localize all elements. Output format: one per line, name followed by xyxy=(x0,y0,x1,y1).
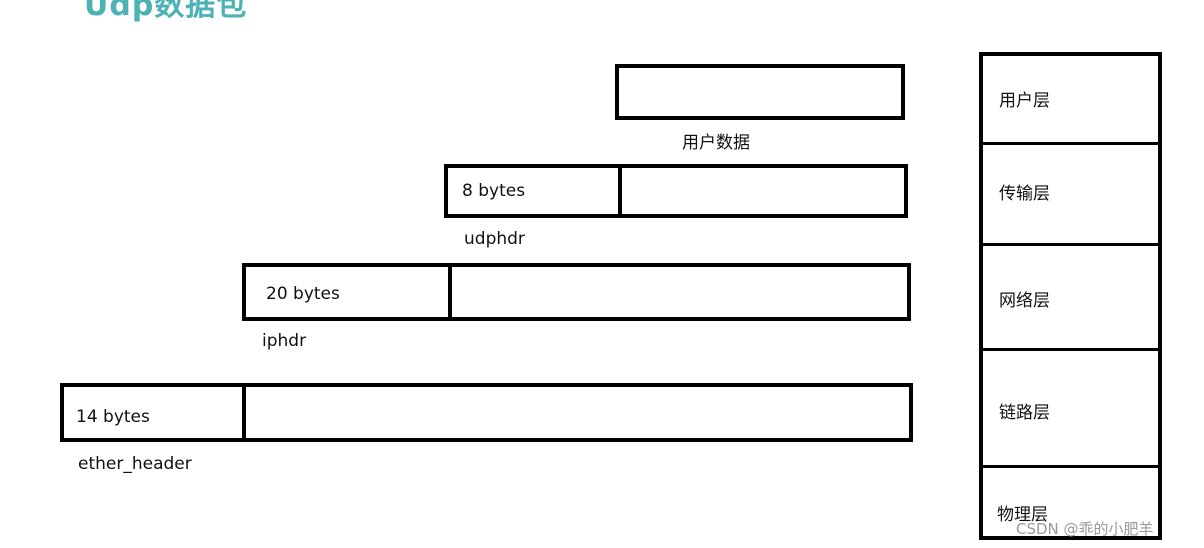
layer-link: 链路层 xyxy=(983,351,1158,467)
layer-user-label: 用户层 xyxy=(999,91,1050,111)
ip-header-size: 20 bytes xyxy=(266,284,340,304)
udp-header-caption: udphdr xyxy=(464,229,525,249)
user-data-box xyxy=(615,64,905,120)
udp-header-divider xyxy=(618,168,622,214)
ether-header-caption: ether_header xyxy=(78,454,192,474)
udp-packet-box: 8 bytes xyxy=(444,164,908,218)
ip-header-divider xyxy=(448,267,452,317)
user-data-caption: 用户数据 xyxy=(682,133,750,153)
layer-separator xyxy=(983,348,1158,351)
ether-packet-box: 14 bytes xyxy=(60,383,913,442)
csdn-watermark: CSDN @乖的小肥羊 xyxy=(1016,520,1154,538)
layer-separator xyxy=(983,142,1158,145)
ip-packet-box: 20 bytes xyxy=(242,263,911,321)
layer-stack: 用户层 传输层 网络层 链路层 物理层 xyxy=(979,52,1162,540)
layer-physical-label: 物理层 xyxy=(997,505,1048,525)
ether-header-divider xyxy=(242,387,246,438)
layer-physical: 物理层 xyxy=(983,468,1158,540)
ip-header-caption: iphdr xyxy=(262,331,307,351)
layer-separator xyxy=(983,465,1158,468)
layer-user: 用户层 xyxy=(983,56,1158,144)
ether-header-size: 14 bytes xyxy=(76,407,150,427)
layer-network: 网络层 xyxy=(983,246,1158,350)
layer-transport-label: 传输层 xyxy=(999,184,1050,204)
layer-network-label: 网络层 xyxy=(999,291,1050,311)
udp-header-size: 8 bytes xyxy=(462,181,526,201)
layer-link-label: 链路层 xyxy=(999,403,1050,423)
diagram-title: Udp数据包 xyxy=(84,0,248,23)
layer-separator xyxy=(983,243,1158,246)
layer-transport: 传输层 xyxy=(983,145,1158,245)
